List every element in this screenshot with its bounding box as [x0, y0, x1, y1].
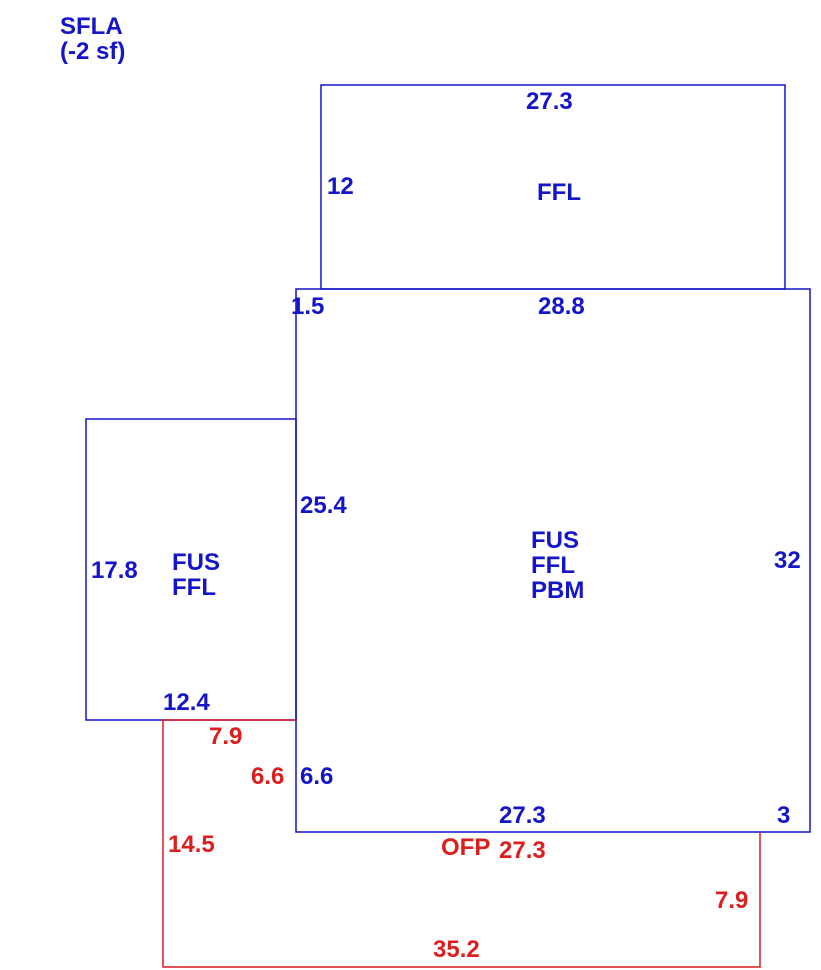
main-area-top-dimension: 28.8: [538, 293, 585, 320]
main-area-left-dimension: 25.4: [300, 492, 347, 519]
sfla-title: SFLA: [60, 13, 123, 40]
main-area-top-left-dimension: 1.5: [291, 293, 324, 320]
left-area-code-2: FFL: [172, 574, 216, 601]
left-area-left-dimension: 17.8: [91, 557, 138, 584]
main-area-code-2: FFL: [531, 552, 575, 579]
main-area-code-3: PBM: [531, 577, 584, 604]
porch-inner-left-dimension: 6.6: [251, 763, 284, 790]
porch-bottom-dimension: 35.2: [433, 936, 480, 963]
main-area-code-1: FUS: [531, 527, 579, 554]
left-area-bottom-dimension: 12.4: [163, 689, 210, 716]
left-area-code-1: FUS: [172, 549, 220, 576]
main-area-right-dimension: 32: [774, 547, 801, 574]
top-area-code: FFL: [537, 179, 581, 206]
porch-right-dimension: 7.9: [715, 887, 748, 914]
main-area-bottom-right-dimension: 3: [777, 802, 790, 829]
porch-area-outline: [162, 719, 761, 968]
main-area-bottom-left-dimension: 6.6: [300, 763, 333, 790]
top-area-top-dimension: 27.3: [526, 88, 573, 115]
sfla-subtitle: (-2 sf): [60, 38, 125, 65]
top-area-left-dimension: 12: [327, 173, 354, 200]
main-area-bottom-dimension: 27.3: [499, 802, 546, 829]
porch-code: OFP: [441, 834, 490, 861]
porch-step-dimension: 27.3: [499, 837, 546, 864]
porch-left-dimension: 14.5: [168, 831, 215, 858]
porch-top-dimension: 7.9: [209, 723, 242, 750]
